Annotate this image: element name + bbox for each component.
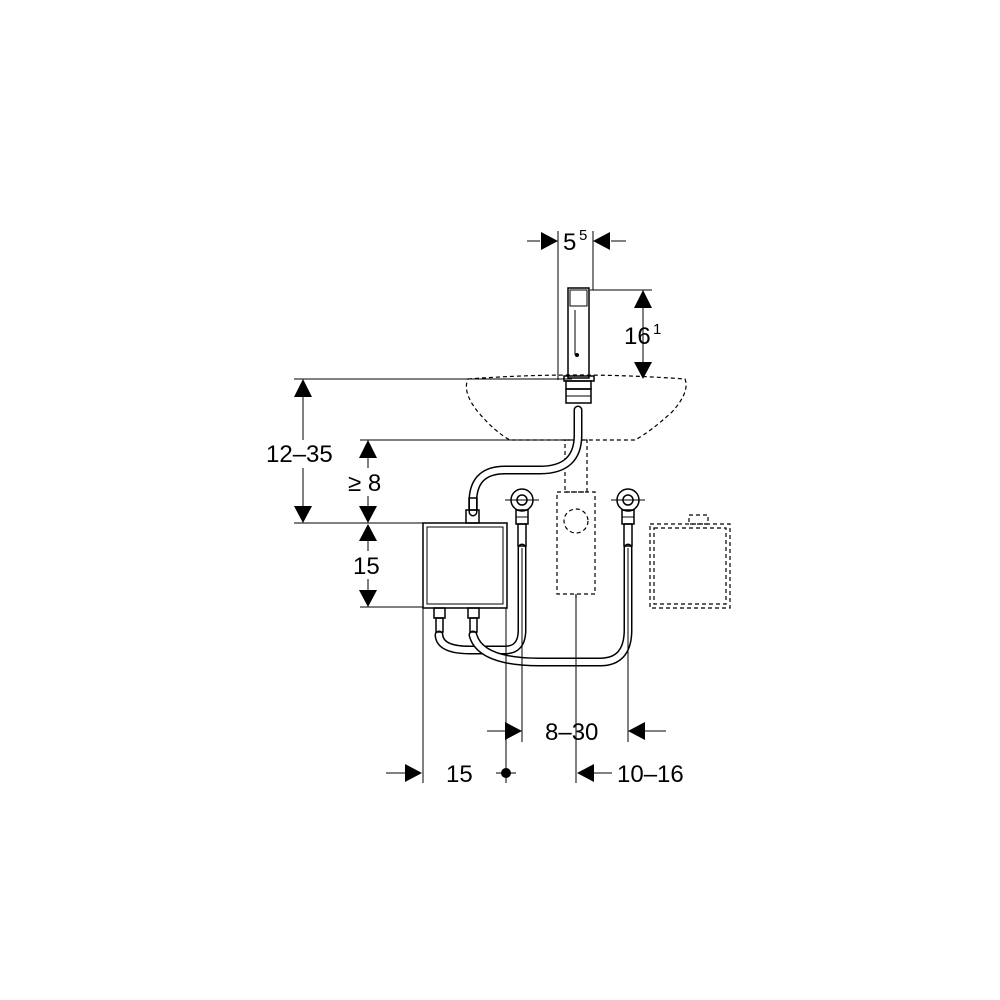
faucet-spout: [563, 287, 595, 404]
dim-basin-to-box: 12–35: [266, 378, 572, 524]
spout-width-label: 5: [563, 229, 576, 256]
dim-box-width: 15: [386, 608, 516, 788]
washbasin: [465, 374, 687, 441]
drain-offset-label: 10–16: [617, 761, 684, 788]
dim-min-clearance: ≥ 8: [348, 439, 568, 523]
spout-height-label: 16: [624, 323, 651, 350]
dim-spout-height: 16 1: [590, 289, 661, 379]
box-height-label: 15: [353, 553, 380, 580]
dim-valve-spacing: 8–30: [487, 548, 666, 746]
supply-hoses: [434, 405, 633, 667]
alternate-box-position: [649, 514, 731, 609]
spout-width-sup: 5: [579, 227, 587, 244]
dim-box-height: 15: [353, 524, 423, 608]
basin-to-box-label: 12–35: [266, 441, 333, 468]
dim-drain-offset: 10–16: [575, 598, 684, 788]
box-width-label: 15: [446, 761, 473, 788]
min-clearance-label: ≥ 8: [348, 470, 381, 497]
angle-valve-left: [505, 488, 539, 547]
angle-valve-right: [611, 488, 645, 547]
dim-spout-width: 5 5: [527, 227, 626, 380]
spout-height-sup: 1: [653, 321, 661, 338]
control-box: [422, 497, 508, 633]
valve-spacing-label: 8–30: [545, 719, 598, 746]
